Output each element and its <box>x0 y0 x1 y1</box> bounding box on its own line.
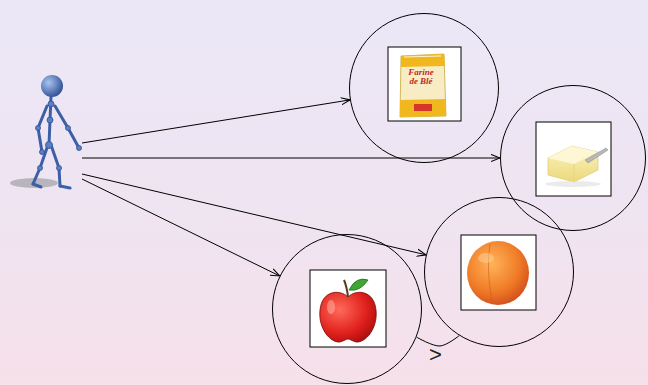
arrow-symbol: > <box>429 342 442 368</box>
apple-picture <box>310 270 386 347</box>
circle-outline <box>425 198 574 347</box>
circle-outline <box>349 13 499 163</box>
flour-picture <box>388 47 461 121</box>
circle-outline <box>424 197 574 347</box>
circle-outline <box>273 235 422 384</box>
peach-picture <box>461 235 536 310</box>
circle-outline <box>500 85 646 231</box>
circle-node <box>272 234 422 384</box>
circle-node <box>424 197 574 347</box>
package-text: Farine de Blé <box>404 68 438 87</box>
connector-arrow <box>82 100 350 143</box>
circle-outline <box>272 234 422 384</box>
connector-arrow <box>82 179 280 276</box>
connector-arrow <box>82 174 426 255</box>
circle-node: Farine de Blé <box>349 13 499 163</box>
walking-figure <box>10 75 82 188</box>
circle-node <box>500 85 646 231</box>
circle-outline <box>501 86 646 231</box>
figure-node <box>10 68 90 198</box>
circle-outline <box>350 14 499 163</box>
connector-arrow <box>82 158 500 159</box>
butter-picture <box>536 122 611 196</box>
